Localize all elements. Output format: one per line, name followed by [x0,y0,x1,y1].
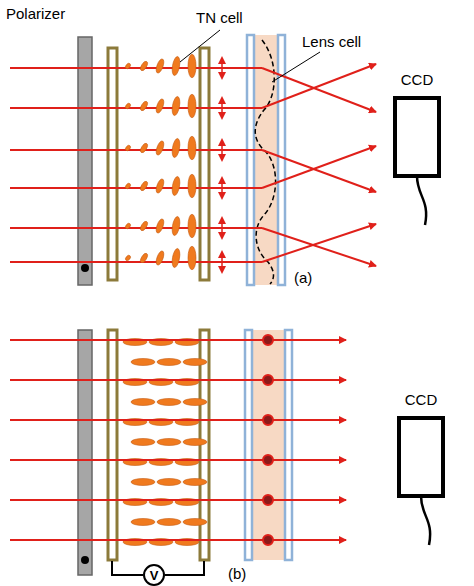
source-symbol: V [150,569,159,582]
polarizer [78,330,92,575]
voltage-source: V [143,564,165,586]
ccd-camera: CCD [393,72,441,178]
panel-label: (a) [292,270,314,287]
polarizer [78,37,92,285]
part-label: Lens cell [302,34,361,51]
device-label: CCD [397,392,445,409]
tn-plate [108,48,117,280]
lens-plate [245,330,252,560]
ccd-body [397,416,445,498]
tn-plate [108,330,117,560]
part-label: TN cell [196,10,243,27]
device-label: CCD [393,72,441,89]
ccd-camera: CCD [397,392,445,498]
lens-plate [278,35,285,285]
lens-plate [247,35,254,285]
lens-fill [252,330,285,560]
tn-plate [200,48,209,280]
panel-label: (b) [226,566,248,583]
part-label: Polarizer [6,6,65,23]
lens-plate [285,330,292,560]
ccd-body [393,96,441,178]
